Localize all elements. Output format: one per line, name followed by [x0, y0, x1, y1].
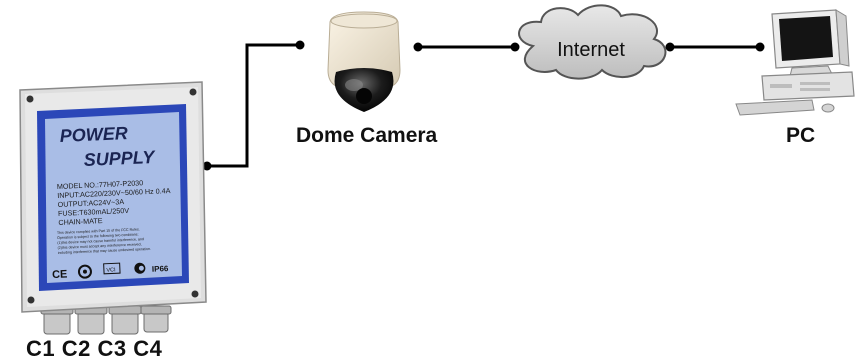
spec-fuse: FUSE:T630mAL/250V [58, 206, 130, 218]
spec-model: MODEL NO.:77H07-P2030 [57, 178, 144, 191]
power-supply-title: POWER SUPPLY [59, 123, 156, 170]
notice-line: including interference that may cause un… [58, 247, 151, 255]
cable-power-to-camera [202, 40, 305, 171]
power-supply-specs: MODEL NO.:77H07-P2030 INPUT:AC220/230V~5… [57, 178, 171, 227]
notice-line: (1)this device may not cause harmful int… [57, 237, 144, 245]
cable-camera-to-internet [413, 42, 520, 52]
vcci-mark: VCI [106, 267, 116, 273]
certification-marks: CE VCI IP66 [52, 262, 169, 281]
power-supply-notice: This device complies with Part 15 of the… [57, 227, 151, 255]
cable-glands [40, 305, 172, 335]
power-title-line1: POWER [59, 123, 128, 146]
notice-line: This device complies with Part 15 of the… [57, 227, 140, 235]
camera-label: Dome Camera [296, 124, 438, 147]
vcci-mark-box [103, 262, 121, 275]
spec-brand: CHAIN-MATE [58, 216, 103, 227]
recycle-icon [77, 264, 92, 279]
dome-camera-icon [327, 11, 401, 112]
spec-output: OUTPUT:AC24V~3A [57, 197, 124, 209]
ce-mark: CE [52, 268, 68, 281]
ip-rating: IP66 [152, 264, 169, 274]
internet-label: Internet [557, 39, 625, 61]
cable-internet-to-pc [665, 42, 765, 52]
power-title-line2: SUPPLY [83, 147, 156, 170]
c-mark-icon [134, 262, 146, 274]
notice-line: Operation is subject to the following tw… [57, 232, 139, 240]
internet-cloud-icon: Internet [518, 4, 667, 80]
pc-icon [735, 9, 855, 116]
notice-line: (2)this device must accept any interfere… [57, 242, 141, 250]
port-labels: C1 C2 C3 C4 [26, 336, 163, 361]
power-supply-box [19, 81, 207, 335]
pc-label: PC [786, 124, 816, 147]
